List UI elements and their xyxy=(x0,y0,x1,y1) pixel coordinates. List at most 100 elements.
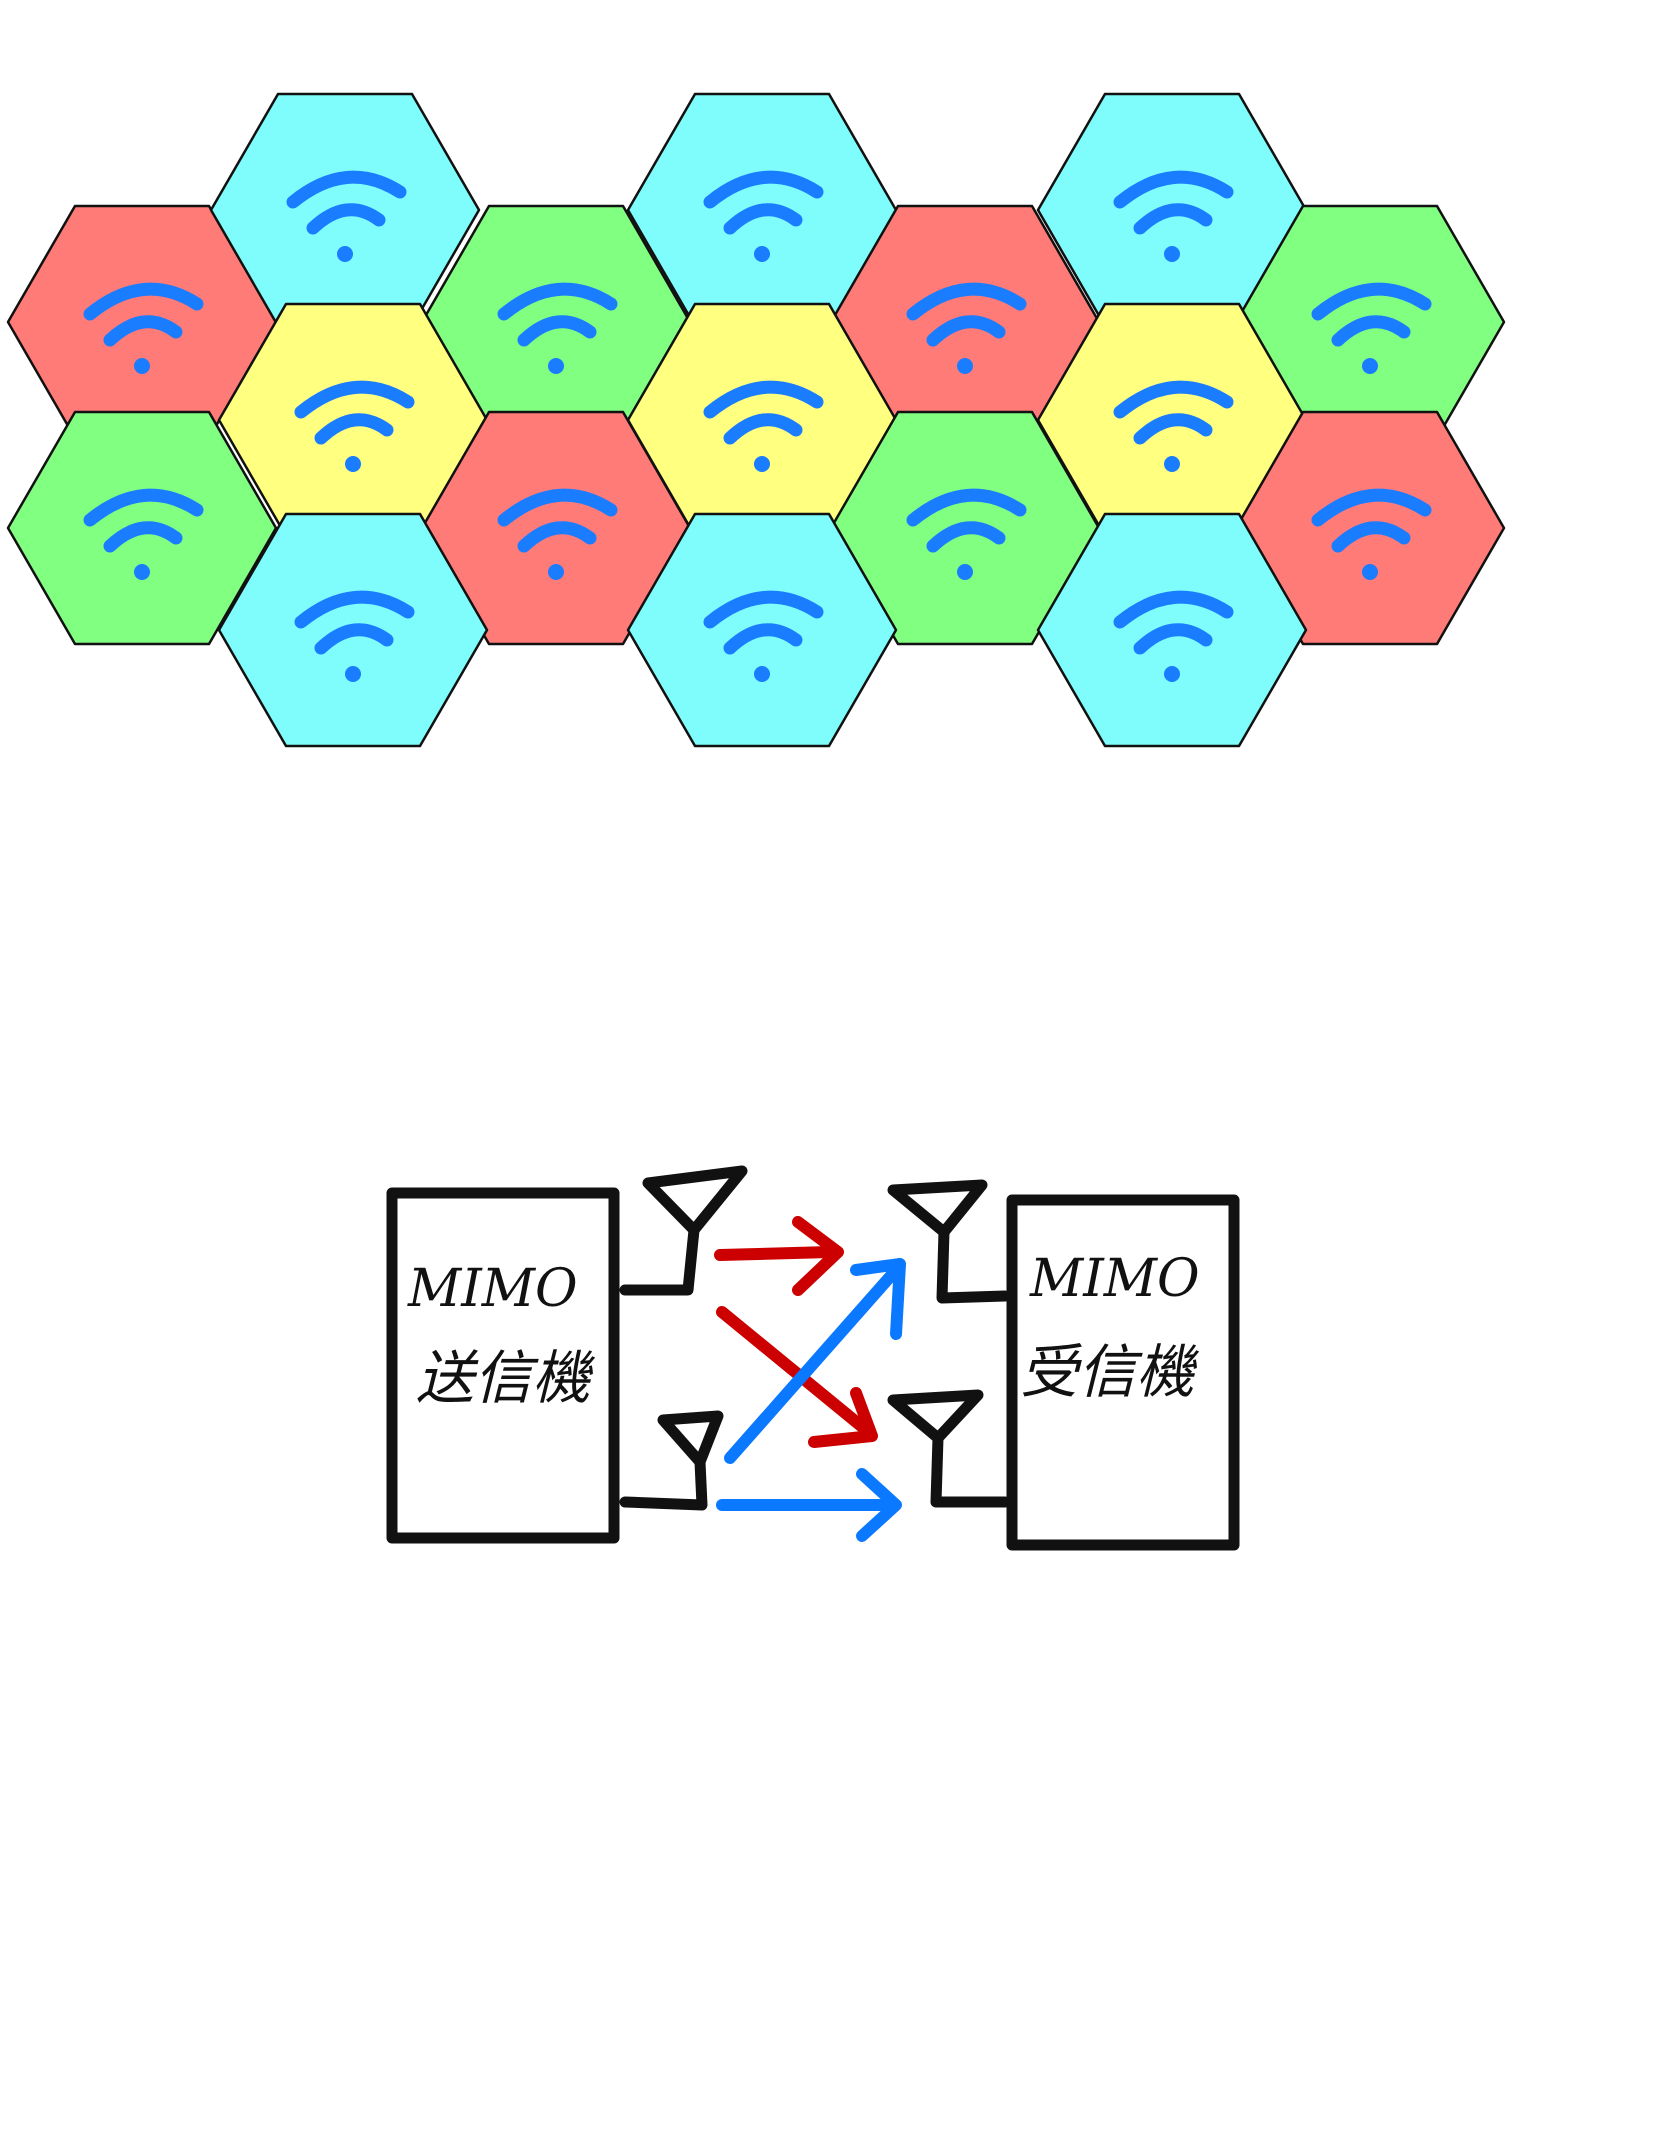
wifi-dot xyxy=(1362,358,1378,374)
hexagonal-cell-grid xyxy=(6,92,1506,748)
wifi-icon xyxy=(83,282,204,374)
hex-cell-yellow xyxy=(1036,302,1308,538)
wifi-inner-arc xyxy=(723,203,803,235)
wifi-outer-arc xyxy=(1311,282,1432,321)
wifi-dot xyxy=(754,246,770,262)
wifi-inner-arc xyxy=(1331,315,1411,347)
wifi-dot xyxy=(754,456,770,472)
wifi-outer-arc xyxy=(703,170,824,209)
hex-cell-yellow xyxy=(626,302,898,538)
wifi-dot xyxy=(957,564,973,580)
wifi-outer-arc xyxy=(497,282,618,321)
hex-cell-red xyxy=(829,204,1101,440)
wifi-icon xyxy=(906,488,1027,580)
wifi-inner-arc xyxy=(517,315,597,347)
wifi-icon xyxy=(703,170,824,262)
wifi-inner-arc xyxy=(314,413,394,445)
wifi-dot xyxy=(134,564,150,580)
wifi-outer-arc xyxy=(906,488,1027,527)
hex-cell-cyan xyxy=(1036,512,1308,748)
transmitter-antenna-bottom xyxy=(619,1410,724,1511)
antenna-feed-line xyxy=(930,1432,1011,1508)
hex-cell-cyan xyxy=(626,512,898,748)
wifi-inner-arc xyxy=(517,521,597,553)
wifi-dot xyxy=(957,358,973,374)
wifi-outer-arc xyxy=(497,488,618,527)
wifi-outer-arc xyxy=(1311,488,1432,527)
wifi-dot xyxy=(337,246,353,262)
mimo-diagram: MIMO 送信機 MIMO 受信機 xyxy=(386,1165,1240,1551)
wifi-inner-arc xyxy=(306,203,386,235)
wifi-inner-arc xyxy=(926,315,1006,347)
hex-cell-cyan xyxy=(217,512,489,748)
wifi-inner-arc xyxy=(723,413,803,445)
signal-arrows xyxy=(714,1216,906,1542)
wifi-inner-arc xyxy=(1331,521,1411,553)
wifi-icon xyxy=(497,488,618,580)
receiver-antenna-bottom xyxy=(887,1389,1011,1508)
wifi-outer-arc xyxy=(1113,590,1234,629)
wifi-outer-arc xyxy=(83,488,204,527)
wifi-outer-arc xyxy=(286,170,407,209)
wifi-dot xyxy=(345,666,361,682)
receiver-box xyxy=(1006,1194,1240,1551)
wifi-icon xyxy=(1113,590,1234,682)
arrow-blue-diagonal xyxy=(724,1258,906,1464)
wifi-icon xyxy=(286,170,407,262)
mimo-receiver: MIMO 受信機 xyxy=(1006,1194,1240,1551)
wifi-icon xyxy=(1113,170,1234,262)
antenna-feed-line xyxy=(936,1226,1011,1304)
antenna-icon xyxy=(887,1389,984,1444)
wifi-icon xyxy=(703,590,824,682)
wifi-dot xyxy=(1164,456,1180,472)
transmitter-antenna-top xyxy=(619,1165,748,1296)
transmitter-box xyxy=(386,1187,620,1544)
wifi-outer-arc xyxy=(83,282,204,321)
hex-cell-red xyxy=(1234,410,1506,646)
wifi-inner-arc xyxy=(1133,413,1213,445)
wifi-outer-arc xyxy=(294,590,415,629)
wifi-dot xyxy=(1164,666,1180,682)
transmitter-label-line2: 送信機 xyxy=(416,1344,596,1412)
hex-cell-cyan xyxy=(209,92,481,328)
antenna-icon xyxy=(657,1410,724,1468)
wifi-icon xyxy=(83,488,204,580)
arrow-red-diagonal xyxy=(716,1306,878,1448)
transmitter-label-line1: MIMO xyxy=(407,1259,578,1319)
wifi-icon xyxy=(294,590,415,682)
wifi-dot xyxy=(754,666,770,682)
arrow-blue-bottom xyxy=(716,1468,902,1542)
antenna-feed-line xyxy=(619,1224,700,1296)
wifi-dot xyxy=(1362,564,1378,580)
hex-cell-green xyxy=(1234,204,1506,440)
wifi-inner-arc xyxy=(314,623,394,655)
hex-cell-red xyxy=(420,410,692,646)
antenna-icon xyxy=(642,1165,748,1236)
arrow-red-top xyxy=(714,1216,844,1296)
wifi-outer-arc xyxy=(294,380,415,419)
wifi-outer-arc xyxy=(703,590,824,629)
wifi-dot xyxy=(1164,246,1180,262)
mimo-transmitter: MIMO 送信機 xyxy=(386,1187,620,1544)
wifi-icon xyxy=(294,380,415,472)
wifi-inner-arc xyxy=(103,315,183,347)
wifi-icon xyxy=(1311,488,1432,580)
wifi-icon xyxy=(1113,380,1234,472)
hex-cell-green xyxy=(6,410,278,646)
wifi-outer-arc xyxy=(906,282,1027,321)
hex-cell-cyan xyxy=(1036,92,1308,328)
wifi-icon xyxy=(703,380,824,472)
wifi-dot xyxy=(548,564,564,580)
receiver-antenna-top xyxy=(887,1179,1011,1304)
antenna-feed-line xyxy=(619,1456,708,1511)
wifi-icon xyxy=(497,282,618,374)
wifi-inner-arc xyxy=(926,521,1006,553)
antenna-icon xyxy=(887,1179,988,1238)
wifi-icon xyxy=(1311,282,1432,374)
wifi-outer-arc xyxy=(703,380,824,419)
wifi-dot xyxy=(134,358,150,374)
wifi-outer-arc xyxy=(1113,170,1234,209)
receiver-label-line1: MIMO xyxy=(1029,1249,1200,1309)
wifi-inner-arc xyxy=(723,623,803,655)
